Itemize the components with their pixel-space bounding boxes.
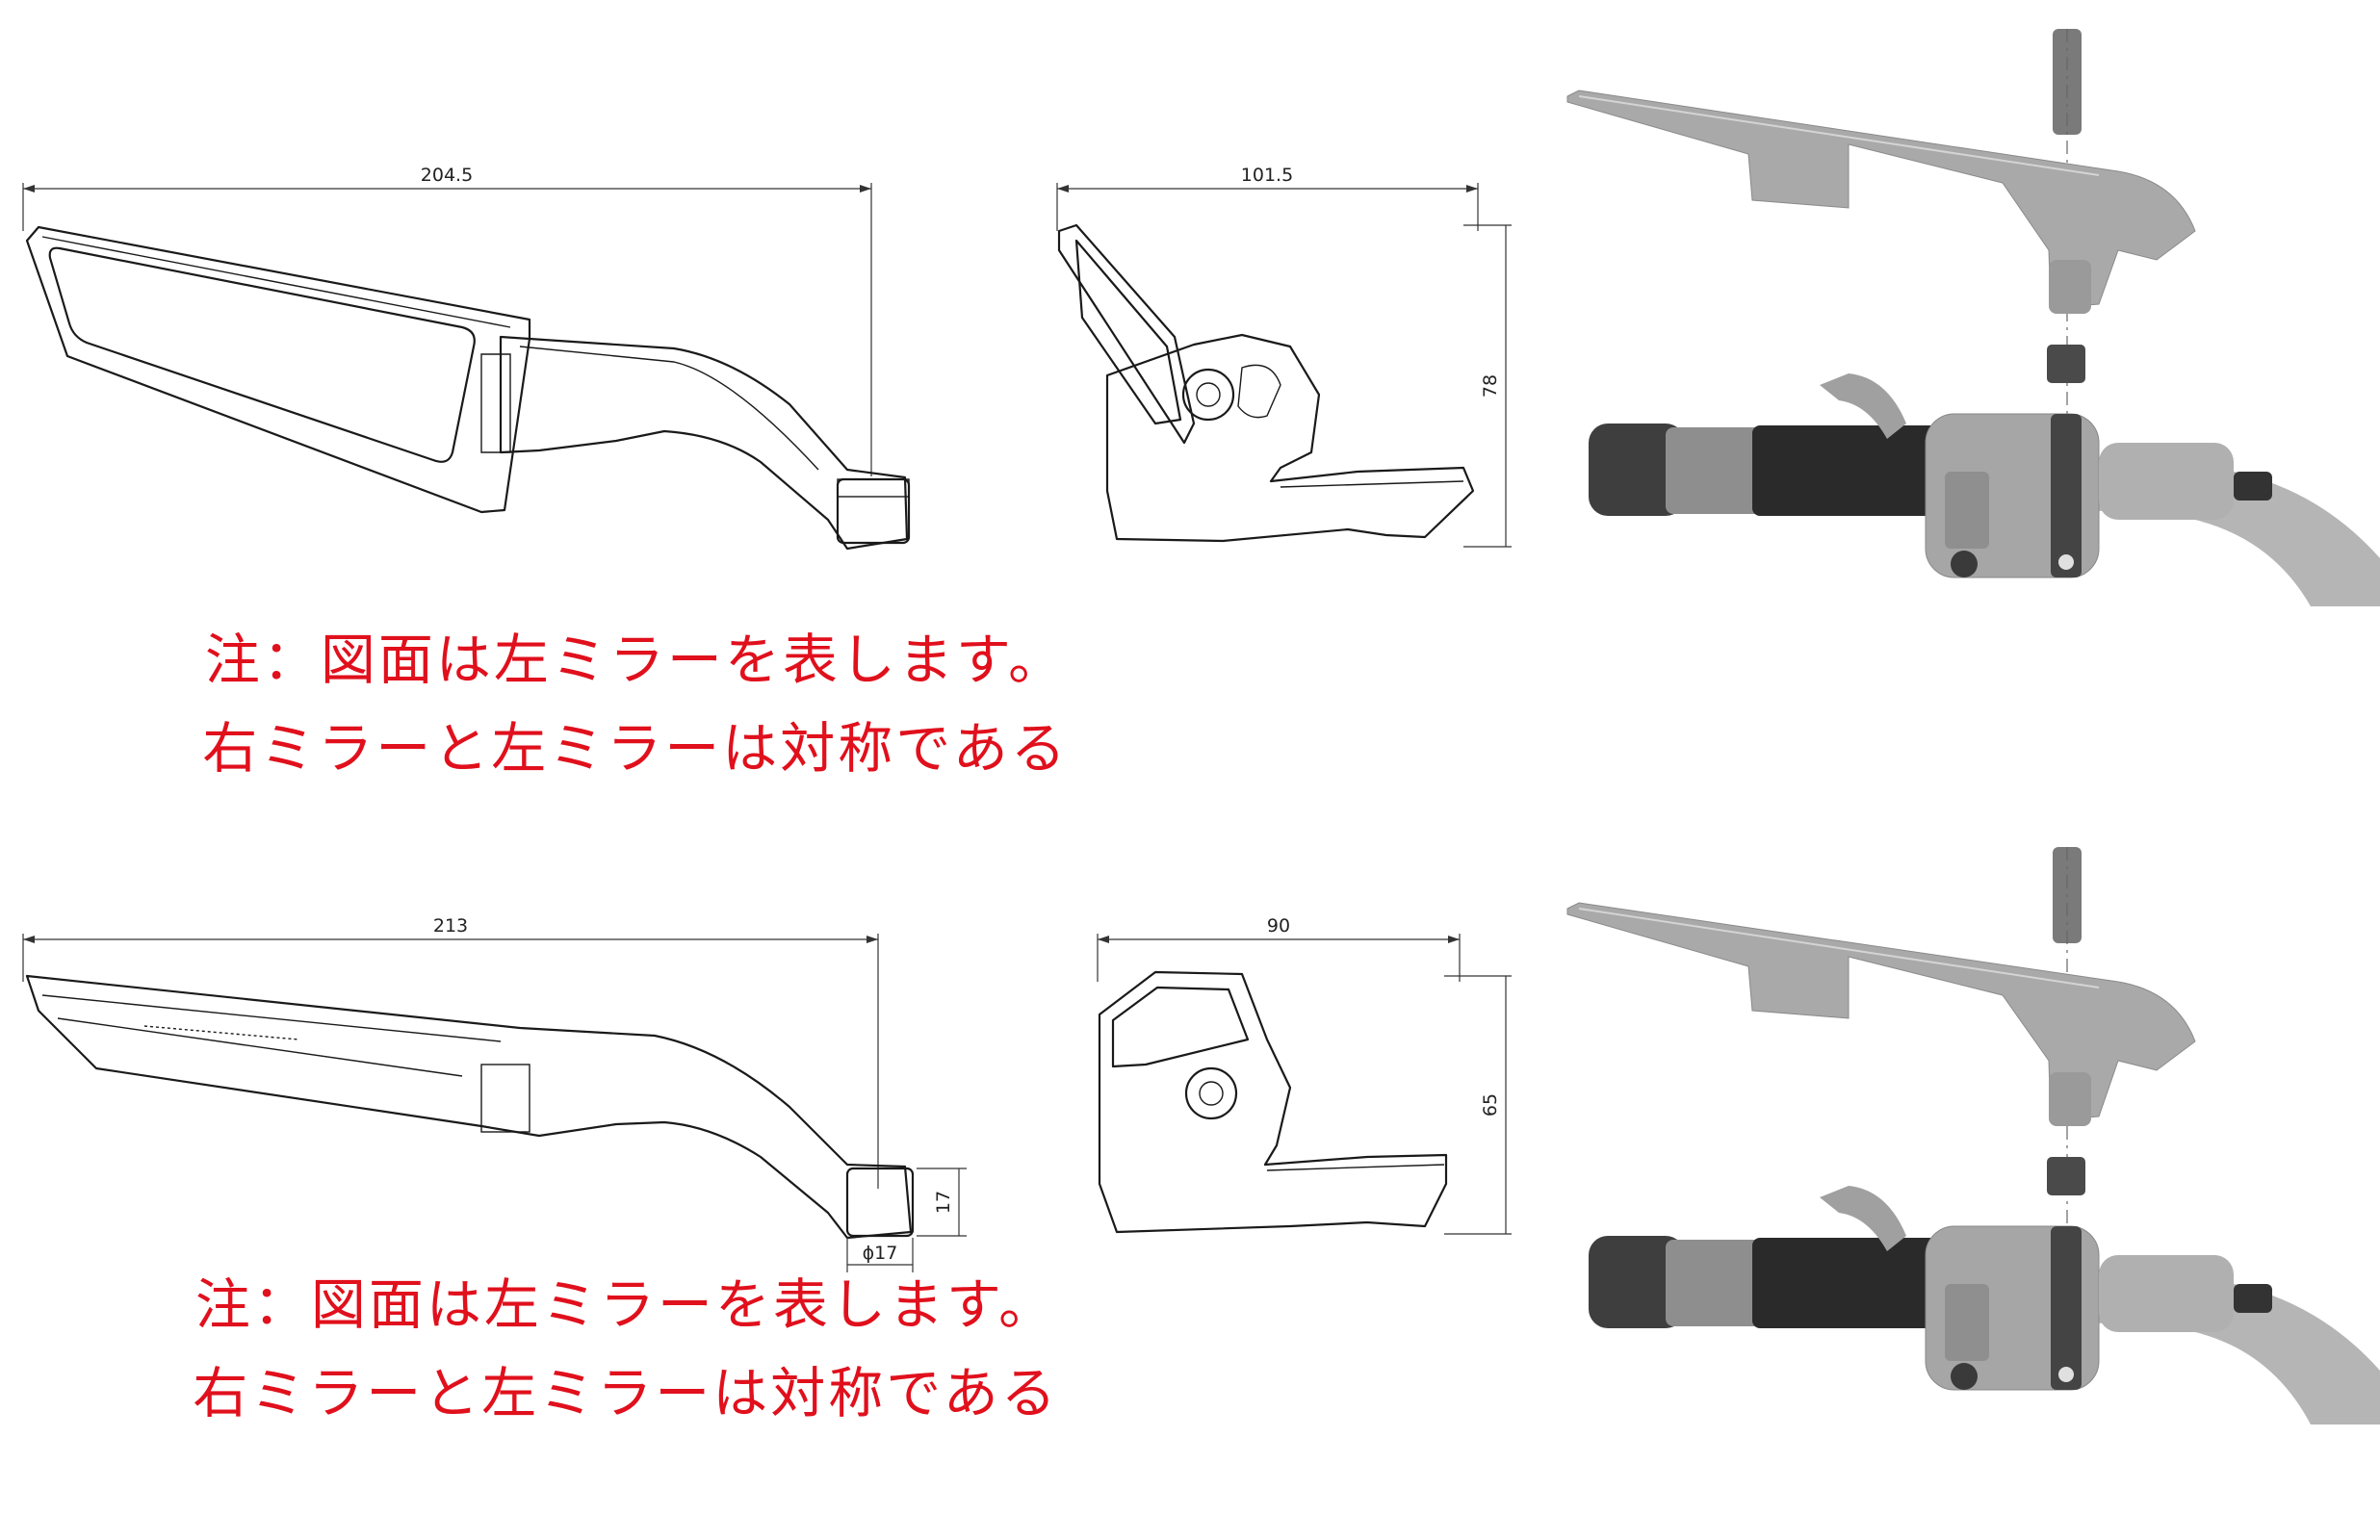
top-front-view-drawing: 101.5 78 <box>1040 144 1540 578</box>
top-assembly-illustration <box>1560 19 2380 606</box>
top-front-height-label: 78 <box>1480 374 1501 398</box>
top-note-line1: 注：図面は左ミラーを表します。 <box>204 629 1067 692</box>
bottom-note-line2: 右ミラーと左ミラーは対称である <box>193 1362 1059 1425</box>
top-side-width-label: 204.5 <box>421 165 473 186</box>
bottom-note: 注：図面は左ミラーを表します。 右ミラーと左ミラーは対称である <box>0 1261 1252 1438</box>
bottom-assembly-illustration <box>1560 837 2380 1424</box>
top-side-view-drawing: 204.5 <box>0 0 944 578</box>
bottom-front-width-label: 90 <box>1267 915 1290 937</box>
bottom-side-view-drawing: 213 17 ϕ17 <box>0 895 1001 1299</box>
bottom-mount-diameter-label: ϕ17 <box>863 1243 898 1264</box>
top-front-width-label: 101.5 <box>1241 165 1293 186</box>
bottom-front-view-drawing: 90 65 <box>1078 895 1560 1261</box>
top-note-line2: 右ミラーと左ミラーは対称である <box>202 717 1069 781</box>
top-note: 注：図面は左ミラーを表します。 右ミラーと左ミラーは対称である <box>0 616 1271 793</box>
bottom-front-height-label: 65 <box>1480 1093 1501 1116</box>
bottom-mount-height-label: 17 <box>933 1191 954 1214</box>
bottom-note-line1: 注：図面は左ミラーを表します。 <box>194 1273 1057 1337</box>
bottom-side-width-label: 213 <box>433 915 468 937</box>
